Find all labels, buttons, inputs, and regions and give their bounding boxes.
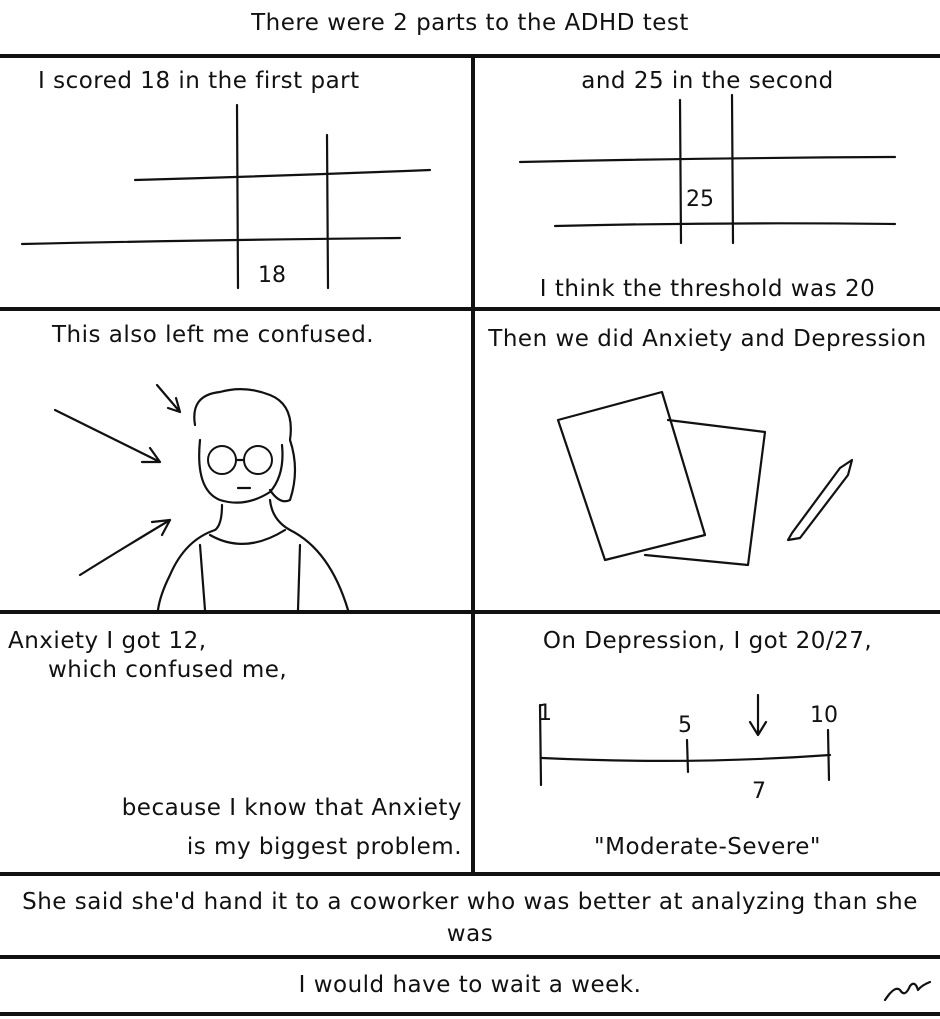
- bottom-caption-2: I would have to wait a week.: [298, 972, 642, 998]
- frame-border: [0, 955, 940, 959]
- panel-6-footer: "Moderate-Severe": [594, 834, 821, 860]
- panel-2-footer: I think the threshold was 20: [539, 276, 876, 302]
- scale-marker: 7: [752, 779, 766, 804]
- frame-divider: [471, 54, 475, 876]
- panel-1-caption: I scored 18 in the first part: [38, 68, 360, 94]
- scale-max: 10: [810, 703, 838, 728]
- frame-border: [0, 54, 940, 58]
- panel-2-score: 25: [686, 187, 714, 212]
- panel-1-score: 18: [258, 263, 286, 288]
- comic-title: There were 2 parts to the ADHD test: [251, 10, 689, 36]
- panel-4-caption: Then we did Anxiety and Depression: [488, 326, 927, 352]
- panel-2-caption: and 25 in the second: [581, 68, 834, 94]
- panel-5-footer-1: because I know that Anxiety: [121, 795, 462, 821]
- frame-border: [0, 872, 940, 876]
- scale-mid: 5: [678, 713, 692, 738]
- frame-border: [0, 1012, 940, 1016]
- panel-5-footer-2: is my biggest problem.: [186, 834, 462, 860]
- panel-3-caption: This also left me confused.: [52, 322, 375, 348]
- panel-6-caption: On Depression, I got 20/27,: [542, 628, 873, 654]
- frame-border: [0, 610, 940, 614]
- frame-border: [0, 307, 940, 311]
- scale-min: 1: [538, 701, 552, 726]
- signature-mark: [883, 980, 932, 1002]
- panel-5-caption-1: Anxiety I got 12,: [8, 628, 207, 654]
- panel-5-caption-2: which confused me,: [48, 657, 288, 683]
- bottom-caption-1: She said she'd hand it to a coworker who…: [22, 889, 918, 947]
